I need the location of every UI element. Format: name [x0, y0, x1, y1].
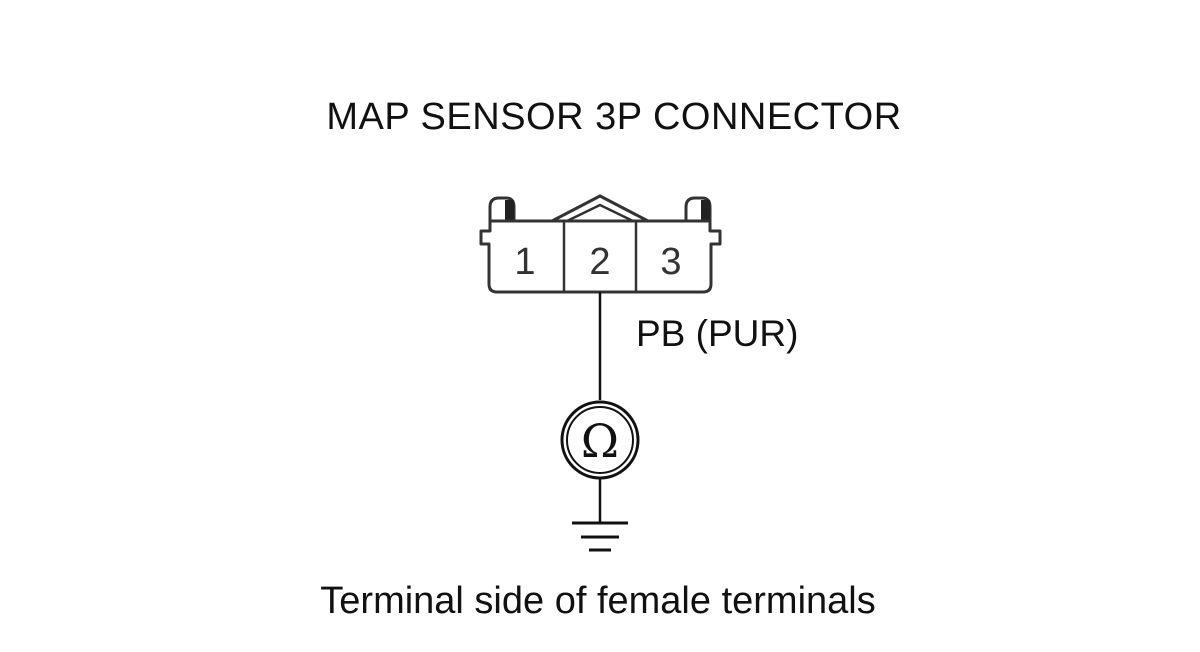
pin-1-label: 1	[514, 241, 535, 283]
ohmmeter-icon: Ω	[560, 400, 640, 480]
right-latch	[684, 196, 712, 221]
ground-icon	[572, 521, 628, 552]
left-latch	[488, 196, 516, 221]
pin-3-label: 3	[660, 241, 681, 283]
diagram-caption: Terminal side of female terminals	[320, 580, 876, 622]
wire-label: PB (PUR)	[636, 313, 799, 354]
diagram-title: MAP SENSOR 3P CONNECTOR	[326, 96, 902, 138]
connector-housing	[479, 219, 722, 294]
pin-2-label: 2	[589, 241, 610, 283]
connector-ridge	[551, 194, 649, 223]
ohm-symbol: Ω	[581, 414, 619, 468]
